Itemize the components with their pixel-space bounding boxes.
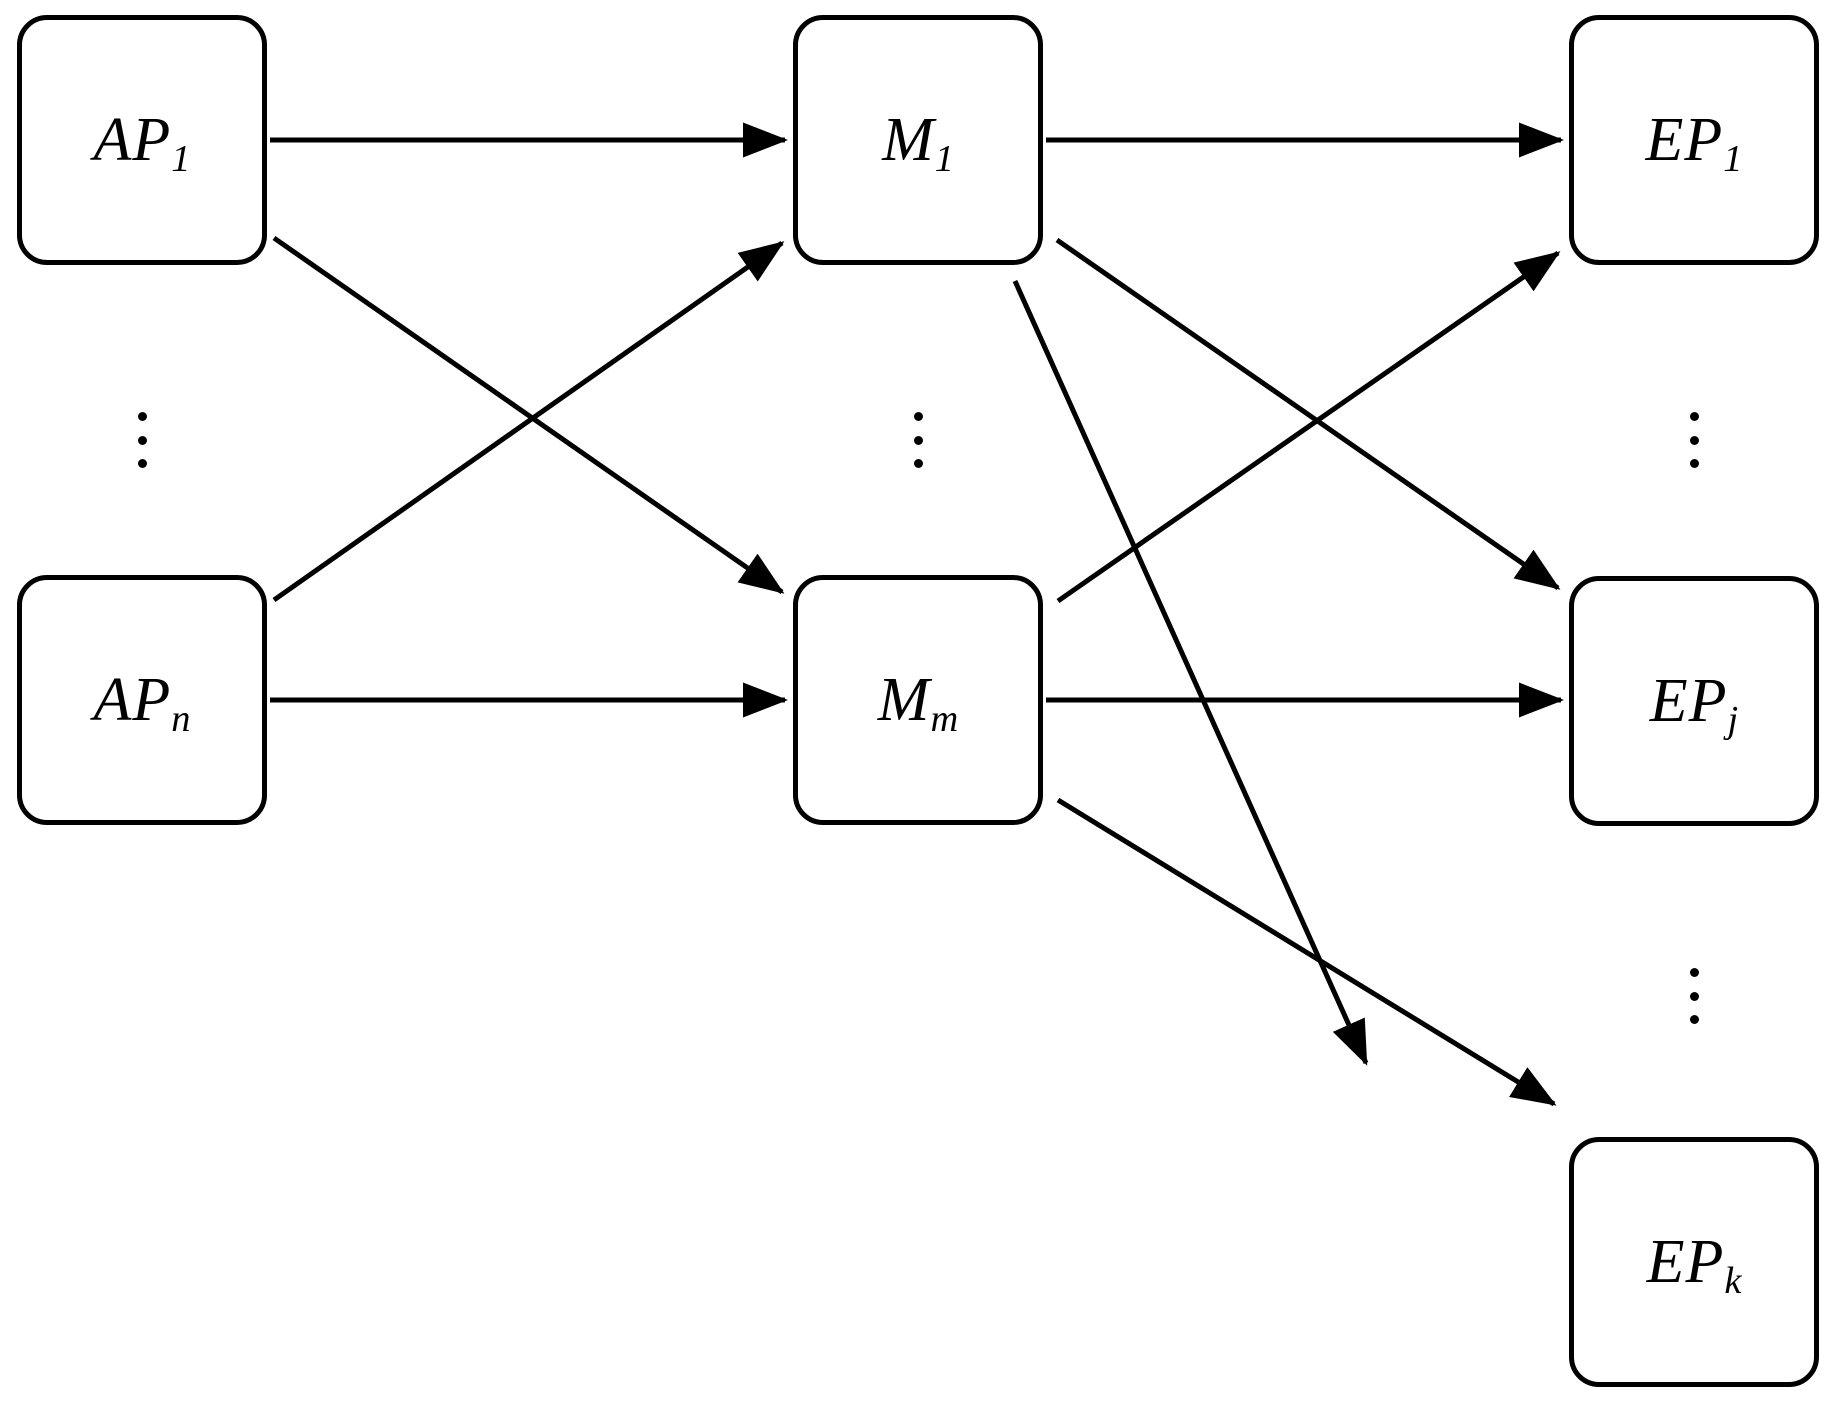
edge-mm-epk	[1056, 797, 1557, 1107]
edge-ap1-mm	[272, 235, 785, 595]
node-m-1[interactable]: M1	[793, 15, 1043, 265]
ap-ellipsis-icon	[136, 412, 148, 468]
node-ap-1[interactable]: AP1	[17, 15, 267, 265]
node-m-m[interactable]: Mm	[793, 575, 1043, 825]
edge-m1-epj	[1055, 237, 1561, 591]
node-ep-k-label: EPk	[1646, 1228, 1742, 1302]
node-ep-j[interactable]: EPj	[1569, 576, 1819, 826]
node-ep-k[interactable]: EPk	[1569, 1137, 1819, 1387]
ep-ellipsis-lower-icon	[1688, 968, 1700, 1024]
node-ep-j-label: EPj	[1649, 667, 1739, 741]
node-ap-n-label: APn	[93, 666, 191, 740]
edge-apn-m1	[272, 240, 785, 603]
node-ep-1[interactable]: EP1	[1569, 15, 1819, 265]
ep-ellipsis-upper-icon	[1688, 412, 1700, 468]
m-ellipsis-icon	[912, 412, 924, 468]
edge-mm-ep1	[1056, 250, 1561, 604]
node-ap-n[interactable]: APn	[17, 575, 267, 825]
node-m-1-label: M1	[882, 106, 954, 180]
node-ep-1-label: EP1	[1645, 106, 1743, 180]
node-ap-1-label: AP1	[93, 106, 191, 180]
edge-m1-epk	[1012, 279, 1369, 1066]
node-m-m-label: Mm	[877, 666, 959, 740]
